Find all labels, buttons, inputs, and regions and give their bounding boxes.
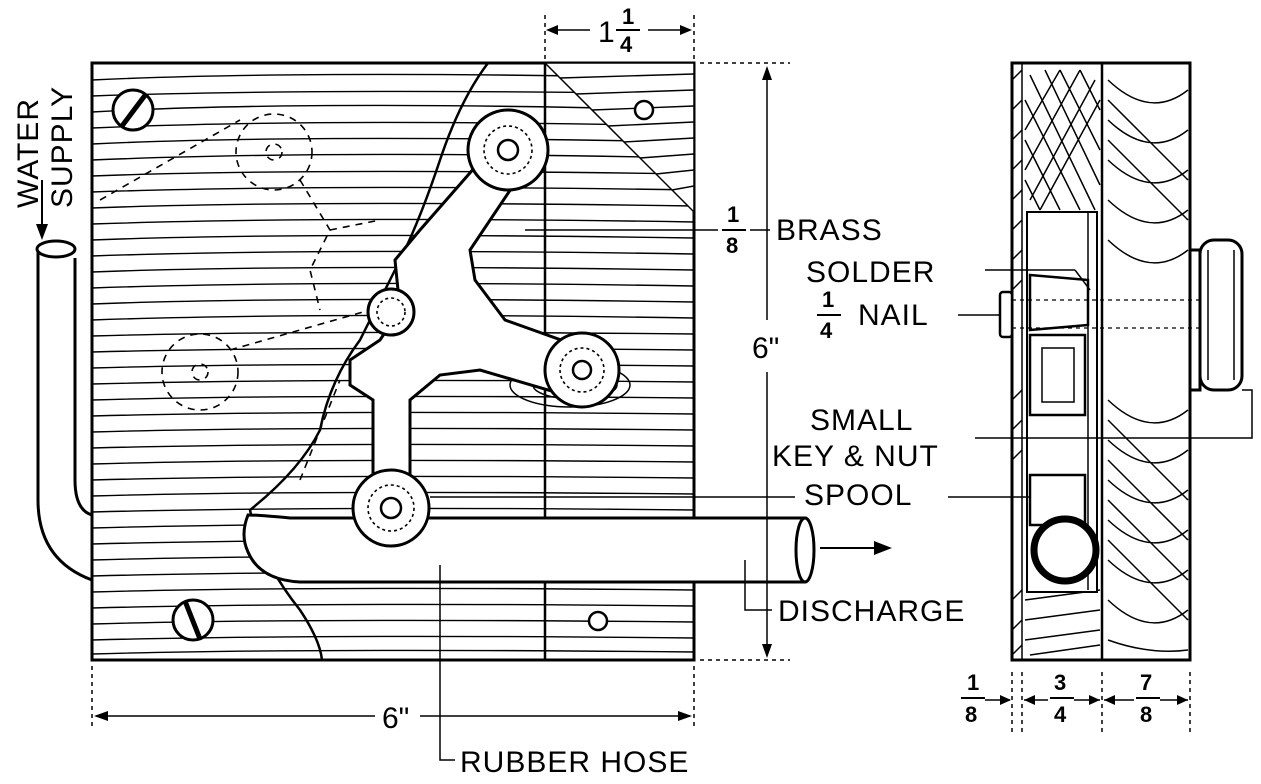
rubber-hose <box>242 513 807 584</box>
spool-disc <box>351 468 431 548</box>
water-supply-label-line1: WATER <box>12 98 45 208</box>
water-supply-arrow-icon <box>36 224 48 240</box>
nail-label: NAIL <box>858 299 929 332</box>
side-view <box>975 61 1253 662</box>
solder-label: SOLDER <box>806 256 935 289</box>
dim-width: 6" <box>382 702 409 735</box>
rubber-hose-leader <box>439 565 455 761</box>
disc-right <box>543 331 621 409</box>
discharge-arrow-icon <box>874 541 892 555</box>
small-key-nut-line1: SMALL <box>810 404 913 437</box>
side-a-den: 8 <box>965 702 977 727</box>
water-supply-hose <box>36 248 93 582</box>
nail-frac-num: 1 <box>822 287 834 312</box>
dimension-width: 6" <box>91 666 695 735</box>
dimension-top: 1 1 4 <box>544 4 695 60</box>
dimension-height: 6" <box>700 62 790 661</box>
spool-label: SPOOL <box>804 479 912 512</box>
nail-frac-den: 4 <box>820 318 833 343</box>
dim-top-den: 4 <box>620 32 633 57</box>
discharge-leader <box>744 560 772 611</box>
water-supply-label-line2: SUPPLY <box>46 86 79 208</box>
front-board <box>90 61 892 662</box>
side-a-num: 1 <box>967 670 979 695</box>
dim-top-whole: 1 <box>598 16 615 49</box>
side-c-den: 8 <box>1140 702 1152 727</box>
dim-top-num: 1 <box>622 4 634 29</box>
brass-frac-num: 1 <box>727 202 739 227</box>
brass-frac-den: 8 <box>726 233 738 258</box>
side-b-num: 3 <box>1054 670 1066 695</box>
dim-height: 6" <box>752 332 779 365</box>
nail-hole <box>587 610 609 632</box>
discharge-label: DISCHARGE <box>778 595 965 628</box>
brass-label: BRASS <box>776 214 883 247</box>
disc-top <box>466 108 550 192</box>
side-c-num: 7 <box>1140 670 1152 695</box>
screw-top <box>111 88 155 132</box>
screw-bottom <box>171 598 215 642</box>
nail-hole <box>633 99 655 121</box>
side-b-den: 4 <box>1054 702 1067 727</box>
small-key-nut-line2: KEY & NUT <box>772 440 939 473</box>
rubber-hose-label: RUBBER HOSE <box>460 746 689 779</box>
disc-center <box>366 287 416 337</box>
side-dimensions: 1 8 3 4 7 8 <box>961 670 1191 735</box>
hidden-positions <box>99 113 381 481</box>
